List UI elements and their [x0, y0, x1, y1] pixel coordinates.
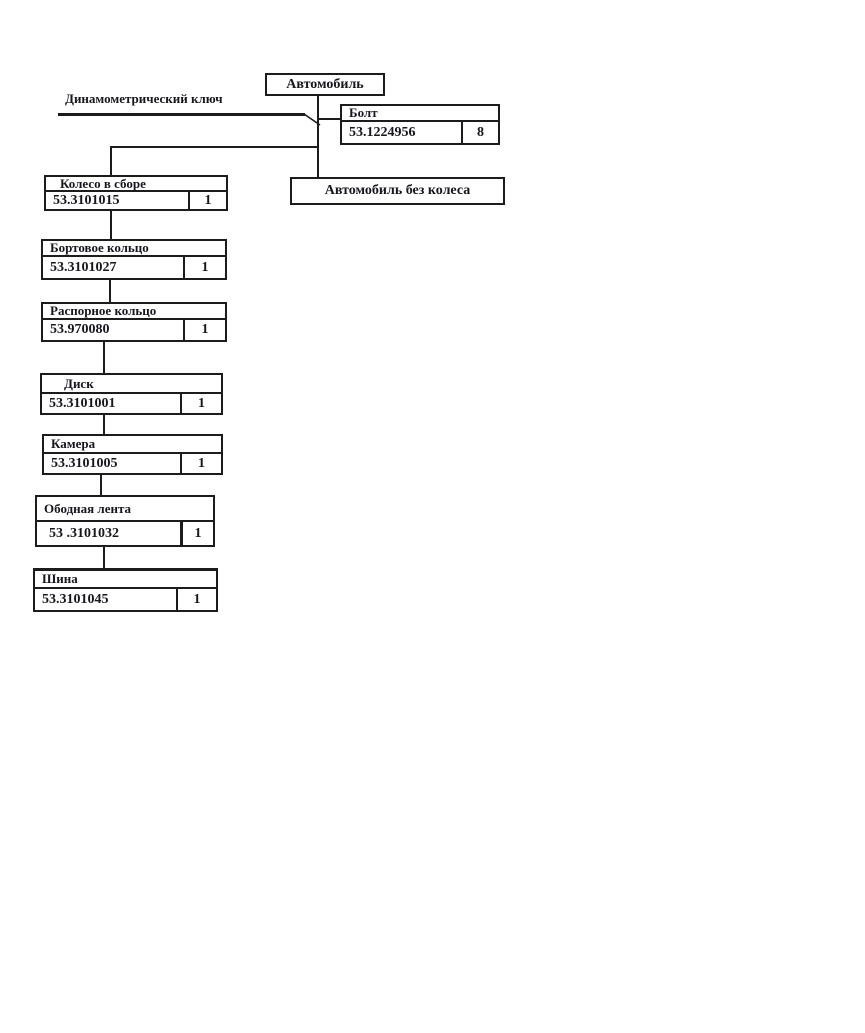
part-box-bead-ring: Бортовое кольцо 53.3101027 1	[41, 239, 227, 280]
part-box-tube: Камера 53.3101005 1	[42, 434, 223, 475]
part-title: Камера	[44, 436, 221, 454]
connector-line	[110, 211, 112, 239]
part-title: Болт	[342, 105, 498, 122]
part-qty: 1	[180, 394, 221, 413]
part-title: Шина	[35, 571, 216, 589]
part-number: 53.3101027	[50, 259, 117, 275]
connector-line	[100, 475, 102, 495]
part-title: Распорное кольцо	[43, 303, 225, 320]
part-number: 53.3101001	[49, 395, 116, 411]
part-number: 53.3101015	[53, 192, 120, 208]
part-box-bolt: Болт 53.1224956 8	[340, 104, 500, 145]
tool-leader-line	[58, 113, 305, 116]
part-title: Ободная лента	[37, 497, 213, 522]
part-box-disk: Диск 53.3101001 1	[40, 373, 223, 415]
connector-line	[103, 415, 105, 434]
part-qty: 1	[183, 320, 225, 340]
node-automobile: Автомобиль	[265, 73, 385, 96]
node-automobile-label: Автомобиль	[286, 76, 364, 92]
part-qty: 8	[461, 122, 498, 143]
trunk-line	[317, 96, 319, 177]
part-qty: 1	[176, 589, 216, 610]
part-title: Колесо в сборе	[46, 176, 226, 192]
part-box-spacer-ring: Распорное кольцо 53.970080 1	[41, 302, 227, 342]
part-title: Бортовое кольцо	[43, 240, 225, 257]
part-number: 53.1224956	[349, 124, 416, 140]
bolt-connector-line	[317, 118, 340, 120]
part-number: 53 .3101032	[49, 525, 119, 541]
connector-line	[103, 547, 105, 568]
connector-line	[110, 146, 112, 175]
part-number: 53.970080	[50, 322, 110, 337]
part-qty: 1	[180, 522, 213, 545]
part-box-rim-tape: Ободная лента 53 .3101032 1	[35, 495, 215, 547]
part-box-tire: Шина 53.3101045 1	[33, 568, 218, 612]
part-title: Диск	[42, 375, 221, 394]
part-number: 53.3101005	[51, 455, 118, 471]
node-automobile-without-wheel-label: Автомобиль без колеса	[324, 183, 471, 198]
part-number: 53.3101045	[42, 591, 109, 607]
part-qty: 1	[180, 454, 221, 473]
part-qty: 1	[188, 192, 226, 209]
branch-line	[110, 146, 319, 148]
node-automobile-without-wheel: Автомобиль без колеса	[290, 177, 505, 205]
part-qty: 1	[183, 257, 225, 278]
connector-line	[109, 280, 111, 302]
tool-label-torque-wrench: Динамометрический ключ	[65, 91, 223, 106]
tool-leader-diagonal	[303, 113, 321, 126]
part-box-wheel-assembly: Колесо в сборе 53.3101015 1	[44, 175, 228, 211]
connector-line	[103, 342, 105, 373]
